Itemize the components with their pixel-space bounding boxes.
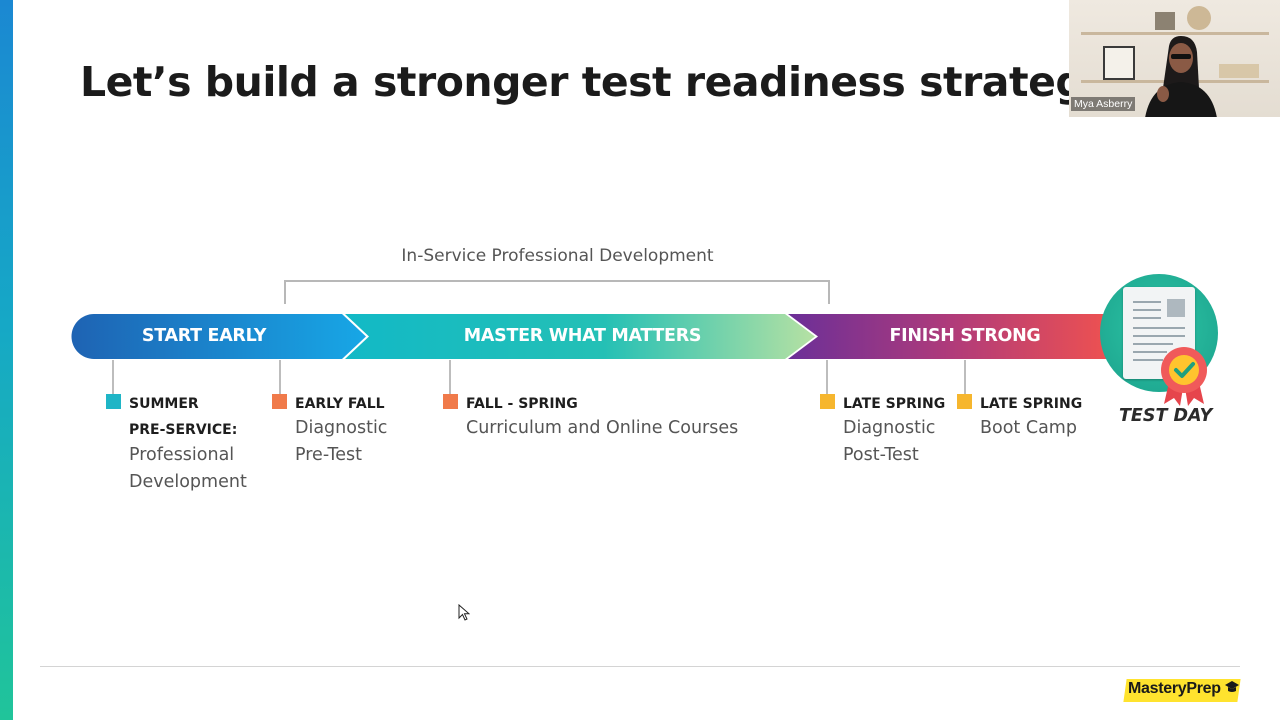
basket-decor: [1155, 12, 1175, 30]
video-background-shelf: [1081, 32, 1269, 35]
masteryprep-logo: MasteryPrep: [1128, 680, 1221, 697]
participant-video-tile[interactable]: Mya Asberry: [1069, 0, 1280, 117]
graduation-cap-icon: [1225, 681, 1239, 692]
milestone-text: Diagnostic: [843, 418, 936, 438]
milestone-connector: [112, 360, 114, 394]
milestone-connector: [449, 360, 451, 394]
milestone-heading-fall-spring: FALL - SPRING: [466, 396, 578, 412]
milestone-marker-summer: [106, 394, 121, 409]
milestone-connector: [279, 360, 281, 394]
vase-decor: [1187, 6, 1211, 30]
phase-finish-strong-shape: [788, 314, 1115, 359]
milestone-marker-fall-spring: [443, 394, 458, 409]
framed-art-decor: [1103, 46, 1135, 80]
in-service-label: In-Service Professional Development: [401, 246, 714, 266]
milestone-connector: [826, 360, 828, 394]
milestone-heading-late-spring: LATE SPRING: [843, 396, 946, 412]
milestone-text: Curriculum and Online Courses: [466, 418, 739, 438]
milestone-text: Development: [129, 472, 247, 492]
slide-title: Let’s build a stronger test readiness st…: [80, 58, 1122, 106]
milestone-heading-early-fall: EARLY FALL: [295, 396, 385, 412]
phase-start-early-shape: [71, 314, 366, 359]
milestone-text: Professional: [129, 445, 235, 465]
books-decor: [1219, 64, 1259, 78]
milestone-text: Post-Test: [843, 445, 919, 465]
footer-divider: [40, 666, 1240, 667]
award-ribbon-check-icon: [1161, 347, 1207, 406]
milestone-heading-summer: SUMMER: [129, 396, 199, 412]
phase-master-what-matters-label: MASTER WHAT MATTERS: [463, 326, 702, 346]
phase-master-what-matters-shape: [345, 314, 815, 359]
milestone-text: Pre-Test: [295, 445, 362, 465]
milestone-text: Boot Camp: [980, 418, 1077, 438]
slide-left-accent-bar: [0, 0, 13, 720]
milestone-text: Diagnostic: [295, 418, 388, 438]
participant-silhouette: [1145, 36, 1217, 117]
phase-start-early-label: START EARLY: [141, 326, 267, 346]
milestone-marker-late-spring-diagnostic: [820, 394, 835, 409]
in-service-bracket: [284, 280, 830, 304]
milestone-heading-pre-service: PRE-SERVICE:: [129, 422, 238, 438]
participant-name-label: Mya Asberry: [1071, 97, 1136, 111]
milestone-marker-early-fall: [272, 394, 287, 409]
milestone-heading-late-spring: LATE SPRING: [980, 396, 1083, 412]
milestone-marker-late-spring-bootcamp: [957, 394, 972, 409]
mouse-cursor-icon: [458, 604, 470, 621]
test-day-label: TEST DAY: [1119, 406, 1213, 426]
phase-finish-strong-label: FINISH STRONG: [889, 326, 1041, 346]
milestone-connector: [964, 360, 966, 394]
